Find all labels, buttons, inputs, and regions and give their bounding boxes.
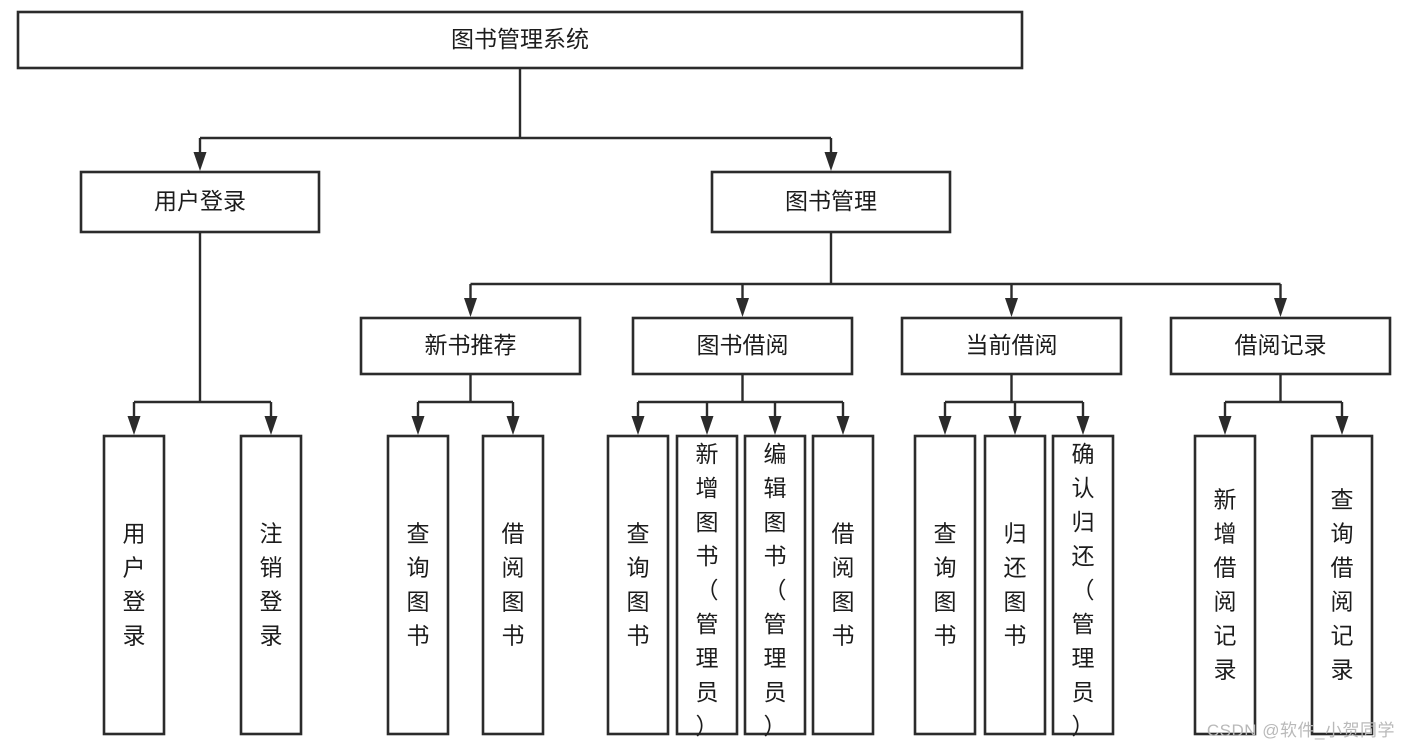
arrow-head-leaf-edit-book-admin [768, 416, 782, 435]
arrow-head-leaf-borrow-book-1 [506, 416, 520, 435]
arrow-head-user-login [193, 152, 207, 171]
arrow-head-leaf-query-book-1 [411, 416, 425, 435]
node-leaf-query-book-3[interactable]: 查询图书 [913, 434, 977, 736]
node-book-manage[interactable]: 图书管理 [710, 170, 952, 234]
node-label-leaf-query-book-1: 查询图书 [407, 520, 430, 648]
node-box-leaf-user-login [102, 434, 166, 736]
node-leaf-add-borrow-record[interactable]: 新增借阅记录 [1193, 434, 1257, 736]
node-box-leaf-return-book [983, 434, 1047, 736]
node-leaf-query-borrow-record[interactable]: 查询借阅记录 [1310, 434, 1374, 736]
node-box-leaf-edit-book-admin [743, 434, 807, 736]
node-label-leaf-borrow-book-1: 借阅图书 [502, 520, 525, 648]
node-label-book-manage: 图书管理 [785, 188, 877, 214]
node-box-leaf-query-book-3 [913, 434, 977, 736]
arrow-head-leaf-confirm-return-admin [1076, 416, 1090, 435]
node-label-current-borrow: 当前借阅 [966, 332, 1058, 358]
node-current-borrow[interactable]: 当前借阅 [900, 316, 1123, 376]
arrow-head-leaf-borrow-book-2 [836, 416, 850, 435]
node-box-book-borrow [631, 316, 854, 376]
node-leaf-borrow-book-1[interactable]: 借阅图书 [481, 434, 545, 736]
arrow-head-leaf-return-book [1008, 416, 1022, 435]
arrow-head-leaf-user-login [127, 416, 141, 435]
node-label-borrow-record: 借阅记录 [1235, 332, 1327, 358]
node-box-leaf-query-book-2 [606, 434, 670, 736]
node-box-borrow-record [1169, 316, 1392, 376]
node-label-leaf-edit-book-admin: 编辑图书（管理员） [764, 441, 787, 739]
node-box-book-manage [710, 170, 952, 234]
node-label-leaf-logout-login: 注销登录 [260, 520, 283, 648]
node-box-leaf-logout-login [239, 434, 303, 736]
node-label-root: 图书管理系统 [451, 26, 589, 52]
node-user-login[interactable]: 用户登录 [79, 170, 321, 234]
node-leaf-query-book-2[interactable]: 查询图书 [606, 434, 670, 736]
arrow-head-leaf-logout-login [264, 416, 278, 435]
arrow-head-leaf-query-book-2 [631, 416, 645, 435]
node-box-leaf-add-borrow-record [1193, 434, 1257, 736]
arrow-head-book-manage [824, 152, 838, 171]
node-leaf-confirm-return-admin[interactable]: 确认归还（管理员） [1051, 434, 1115, 739]
node-label-leaf-query-borrow-record: 查询借阅记录 [1331, 486, 1354, 682]
arrow-head-leaf-query-borrow-record [1335, 416, 1349, 435]
node-root[interactable]: 图书管理系统 [16, 10, 1024, 70]
node-box-leaf-add-book-admin [675, 434, 739, 736]
node-box-root [16, 10, 1024, 70]
node-leaf-query-book-1[interactable]: 查询图书 [386, 434, 450, 736]
node-box-leaf-borrow-book-2 [811, 434, 875, 736]
node-label-user-login: 用户登录 [154, 188, 246, 214]
edges-layer [127, 68, 1349, 435]
node-box-leaf-confirm-return-admin [1051, 434, 1115, 736]
node-label-leaf-query-book-3: 查询图书 [934, 520, 957, 648]
node-label-leaf-borrow-book-2: 借阅图书 [832, 520, 855, 648]
node-label-new-book-recommend: 新书推荐 [425, 332, 517, 358]
node-box-leaf-borrow-book-1 [481, 434, 545, 736]
node-label-leaf-return-book: 归还图书 [1004, 520, 1027, 648]
node-label-book-borrow: 图书借阅 [697, 332, 789, 358]
arrow-head-current-borrow [1005, 298, 1018, 317]
node-label-leaf-add-book-admin: 新增图书（管理员） [696, 441, 719, 739]
node-book-borrow[interactable]: 图书借阅 [631, 316, 854, 376]
node-label-leaf-query-book-2: 查询图书 [627, 520, 650, 648]
node-label-leaf-user-login: 用户登录 [123, 520, 146, 648]
node-leaf-edit-book-admin[interactable]: 编辑图书（管理员） [743, 434, 807, 739]
node-box-leaf-query-book-1 [386, 434, 450, 736]
arrow-head-book-borrow [736, 298, 749, 317]
node-label-leaf-add-borrow-record: 新增借阅记录 [1214, 486, 1237, 682]
csdn-watermark: CSDN @软件_小贺同学 [1206, 721, 1395, 740]
arrow-head-borrow-record [1274, 298, 1287, 317]
node-box-leaf-query-borrow-record [1310, 434, 1374, 736]
node-label-leaf-confirm-return-admin: 确认归还（管理员） [1072, 441, 1095, 739]
arrow-head-leaf-add-borrow-record [1218, 416, 1232, 435]
node-leaf-borrow-book-2[interactable]: 借阅图书 [811, 434, 875, 736]
node-new-book-recommend[interactable]: 新书推荐 [359, 316, 582, 376]
node-box-user-login [79, 170, 321, 234]
node-box-new-book-recommend [359, 316, 582, 376]
node-borrow-record[interactable]: 借阅记录 [1169, 316, 1392, 376]
node-leaf-user-login[interactable]: 用户登录 [102, 434, 166, 736]
arrow-head-leaf-add-book-admin [700, 416, 714, 435]
arrow-head-leaf-query-book-3 [938, 416, 952, 435]
node-leaf-logout-login[interactable]: 注销登录 [239, 434, 303, 736]
node-leaf-add-book-admin[interactable]: 新增图书（管理员） [675, 434, 739, 739]
nodes-layer: 图书管理系统用户登录图书管理新书推荐图书借阅当前借阅借阅记录用户登录注销登录查询… [16, 10, 1392, 739]
arrow-head-new-book-recommend [464, 298, 477, 317]
node-leaf-return-book[interactable]: 归还图书 [983, 434, 1047, 736]
node-box-current-borrow [900, 316, 1123, 376]
